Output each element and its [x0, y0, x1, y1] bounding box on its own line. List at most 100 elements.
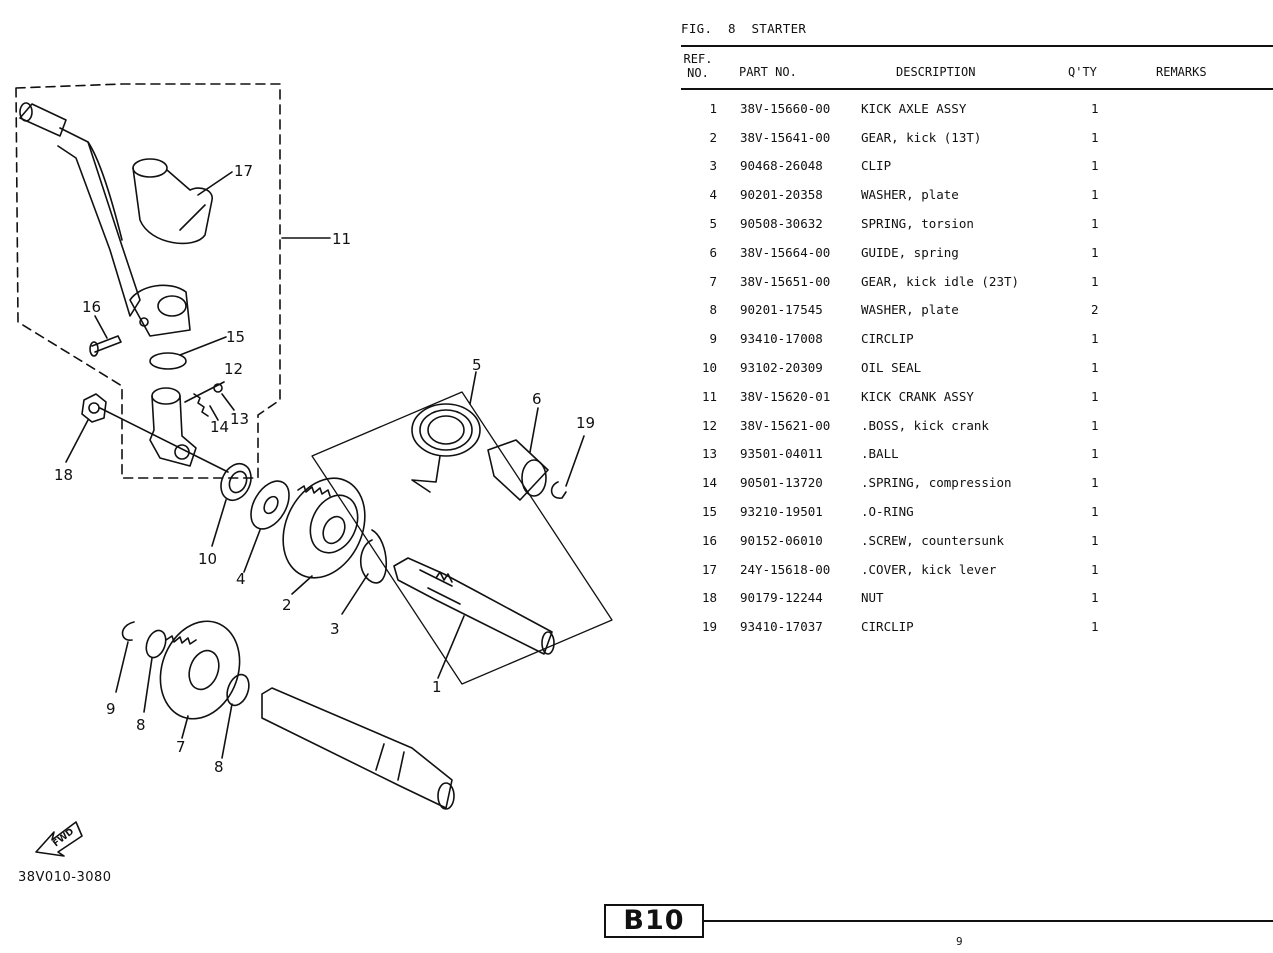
description-cell: KICK AXLE ASSY — [861, 100, 967, 116]
section-badge: B10 — [604, 904, 704, 938]
part-no-cell: 93501-04011 — [740, 446, 823, 462]
part-no-cell: 90179-12244 — [740, 590, 823, 606]
callout-17: 17 — [234, 162, 253, 180]
figure-code: 38V010-3080 — [18, 870, 112, 885]
oil-seal-drawing — [220, 462, 252, 502]
figure-title: FIG. 8 STARTER — [681, 21, 806, 36]
callout-16: 16 — [82, 298, 101, 316]
part-no-cell: 90468-26048 — [740, 158, 823, 174]
callout-10: 10 — [198, 550, 217, 568]
callout-18: 18 — [54, 466, 73, 484]
description-cell: WASHER, plate — [861, 302, 959, 318]
ref-no-cell: 14 — [701, 475, 717, 491]
figure-label: FIG. — [681, 21, 713, 36]
callout-19: 19 — [576, 414, 595, 432]
part-no-cell: 38V-15620-01 — [740, 388, 831, 404]
description-cell: .BOSS, kick crank — [861, 417, 989, 433]
kick-lever-drawing — [19, 102, 191, 337]
description-cell: .BALL — [861, 446, 899, 462]
callout-4: 4 — [236, 570, 246, 588]
qty-cell: 1 — [1091, 561, 1099, 577]
clip-drawing — [359, 529, 388, 584]
part-no-cell: 90501-13720 — [740, 475, 823, 491]
qty-cell: 1 — [1091, 532, 1099, 548]
kick-axle-drawing — [393, 557, 555, 655]
ref-no-cell: 7 — [709, 273, 717, 289]
exploded-parts-diagram: 1 2 3 4 5 6 7 8 8 9 10 11 12 13 14 15 16… — [15, 83, 613, 857]
ref-no-cell: 8 — [709, 302, 717, 318]
compression-spring-drawing — [193, 393, 209, 417]
description-cell: WASHER, plate — [861, 187, 959, 203]
forward-arrow-icon — [35, 821, 83, 857]
description-cell: KICK CRANK ASSY — [861, 388, 974, 404]
qty-cell: 1 — [1091, 417, 1099, 433]
callout-6: 6 — [532, 390, 542, 408]
ref-no-cell: 3 — [709, 158, 717, 174]
table-row: 12 38V-15621-00 .BOSS, kick crank 1 — [681, 411, 1131, 440]
callout-7: 7 — [176, 738, 186, 756]
page-number: 9 — [956, 935, 963, 948]
callout-2: 2 — [282, 596, 292, 614]
ref-no-cell: 5 — [709, 216, 717, 232]
ref-no-cell: 6 — [709, 244, 717, 260]
part-no-cell: 93210-19501 — [740, 504, 823, 520]
description-cell: CLIP — [861, 158, 892, 174]
description-cell: .SCREW, countersunk — [861, 532, 1004, 548]
part-no-cell: 38V-15664-00 — [740, 244, 831, 260]
part-no-cell: 90508-30632 — [740, 216, 823, 232]
screw-drawing — [89, 335, 122, 357]
qty-cell: 1 — [1091, 504, 1099, 520]
ref-no-cell: 18 — [701, 590, 717, 606]
callout-9: 9 — [106, 700, 116, 718]
part-no-cell: 38V-15641-00 — [740, 129, 831, 145]
callout-8b: 8 — [214, 758, 224, 776]
nut-drawing — [81, 393, 107, 423]
idle-gear-drawing — [159, 620, 241, 720]
qty-cell: 1 — [1091, 273, 1099, 289]
qty-cell: 1 — [1091, 475, 1099, 491]
callout-14: 14 — [210, 418, 229, 436]
figure-number: 8 — [727, 21, 736, 36]
ref-no-cell: 11 — [701, 388, 717, 404]
header-description: DESCRIPTION — [896, 65, 976, 79]
qty-cell: 1 — [1091, 360, 1099, 376]
spring-guide-drawing — [487, 439, 549, 501]
part-no-cell: 90152-06010 — [740, 532, 823, 548]
qty-cell: 2 — [1091, 302, 1099, 318]
qty-cell: 1 — [1091, 129, 1099, 145]
kick-gear-drawing — [282, 477, 366, 579]
qty-cell: 1 — [1091, 331, 1099, 347]
ref-no-cell: 12 — [701, 417, 717, 433]
header-qty: Q'TY — [1068, 65, 1097, 79]
header-ref-no: REF. NO. — [683, 52, 713, 80]
ball-drawing — [213, 383, 223, 393]
qty-cell: 1 — [1091, 619, 1099, 635]
description-cell: NUT — [861, 590, 884, 606]
ref-no-cell: 1 — [709, 100, 717, 116]
description-cell: .O-RING — [861, 504, 914, 520]
qty-cell: 1 — [1091, 216, 1099, 232]
idle-shaft-drawing — [261, 687, 455, 810]
qty-cell: 1 — [1091, 158, 1099, 174]
description-cell: .COVER, kick lever — [861, 561, 997, 577]
part-no-cell: 24Y-15618-00 — [740, 561, 831, 577]
header-part-no: PART NO. — [739, 65, 797, 79]
description-cell: CIRCLIP — [861, 619, 914, 635]
part-no-cell: 38V-15660-00 — [740, 100, 831, 116]
ref-no-cell: 4 — [709, 187, 717, 203]
figure-name: STARTER — [751, 21, 807, 36]
callout-13: 13 — [230, 410, 249, 428]
part-no-cell: 38V-15621-00 — [740, 417, 831, 433]
description-cell: SPRING, torsion — [861, 216, 974, 232]
footer-rule — [704, 920, 1273, 922]
